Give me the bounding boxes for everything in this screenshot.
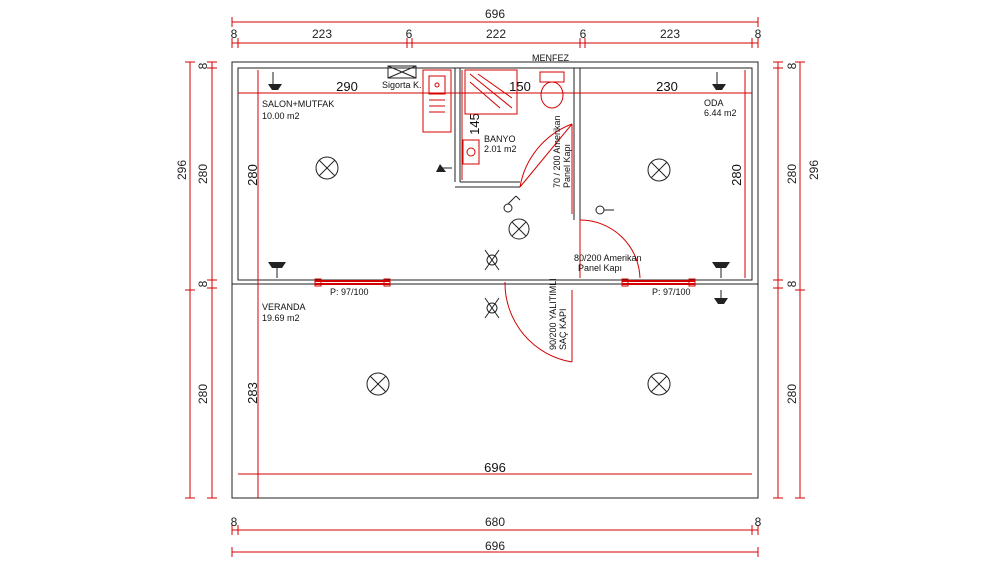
switch-icon [595, 205, 614, 215]
door-oda-label-2: Panel Kapı [578, 263, 622, 273]
window-right [621, 278, 696, 287]
wall-lamp-icon [714, 290, 728, 304]
room-oda-area: 6.44 m2 [704, 108, 737, 118]
fuse-box-icon [387, 65, 417, 79]
bottom-dimensions: 8 680 8 696 [231, 515, 762, 557]
ceiling-light-icon [366, 372, 390, 396]
bathroom-sink-icon [462, 139, 480, 165]
wall-lamp-icon [712, 262, 730, 278]
room-oda-name: ODA [704, 98, 724, 108]
window-left [314, 278, 391, 287]
dim-top-seg-7: 8 [755, 27, 762, 41]
socket-icon [484, 297, 500, 319]
kitchen-sink-icon [422, 69, 452, 133]
shower-icon [464, 69, 518, 115]
dim-top-seg-3: 6 [406, 27, 413, 41]
ceiling-light-icon [647, 158, 671, 182]
wall-lamp-icon [436, 164, 452, 172]
dim-bottom-seg-2: 680 [485, 515, 505, 529]
door-main [504, 281, 573, 363]
socket-icon [484, 249, 500, 271]
dim-bottom-total: 696 [485, 539, 505, 553]
right-dimensions: 8 280 8 280 296 [773, 61, 821, 499]
room-banyo-area: 2.01 m2 [484, 144, 517, 154]
dim-left-wall-mid: 8 [196, 280, 210, 287]
dim-top-seg-5: 6 [580, 27, 587, 41]
dim-right-wall-top: 8 [785, 62, 799, 69]
door-oda [579, 219, 641, 279]
toilet-icon [539, 71, 565, 109]
dim-banyo-width: 150 [509, 79, 531, 94]
dim-veranda-height: 283 [245, 382, 260, 404]
dim-banyo-height: 145 [467, 113, 482, 135]
ceiling-light-icon [647, 372, 671, 396]
dim-oda-height: 280 [729, 164, 744, 186]
room-veranda-name: VERANDA [262, 302, 306, 312]
room-veranda-area: 19.69 m2 [262, 313, 300, 323]
dim-bottom-seg-3: 8 [755, 515, 762, 529]
dim-left-upper: 280 [196, 164, 210, 184]
room-salon-area: 10.00 m2 [262, 111, 300, 121]
dim-right-total: 296 [807, 160, 821, 180]
dim-oda-width: 230 [656, 79, 678, 94]
dim-bottom-seg-1: 8 [231, 515, 238, 529]
room-banyo-name: BANYO [484, 134, 516, 144]
ceiling-light-icon [315, 156, 339, 180]
ceiling-light-icon [508, 218, 530, 240]
dim-left-lower: 280 [196, 384, 210, 404]
dim-top-seg-2: 223 [312, 27, 332, 41]
dim-left-total: 296 [175, 160, 189, 180]
dim-salon-width: 290 [336, 79, 358, 94]
door-oda-label-1: 80/200 Amerikan [574, 253, 642, 263]
dim-right-upper: 280 [785, 164, 799, 184]
door-banyo-label-1: 70 / 200 Amerikan [552, 115, 562, 188]
door-main-label-2: SAÇ KAPI [558, 308, 568, 350]
window-left-label: P: 97/100 [330, 287, 369, 297]
switch-icon [503, 195, 521, 213]
wall-lamp-icon [268, 262, 286, 278]
door-banyo [519, 123, 573, 214]
dim-salon-height: 280 [245, 164, 260, 186]
dim-top-seg-6: 223 [660, 27, 680, 41]
menfez-label: MENFEZ [532, 53, 570, 63]
room-salon-name: SALON+MUTFAK [262, 99, 334, 109]
dim-top-seg-4: 222 [486, 27, 506, 41]
sigorta-label: Sigorta K. [382, 80, 422, 90]
door-main-label-1: 90/200 YALITIMLI [548, 278, 558, 350]
door-banyo-label-2: Panel Kapı [562, 144, 572, 188]
dim-top-seg-1: 8 [231, 27, 238, 41]
wall-lamp-icon [712, 72, 726, 90]
dim-right-lower: 280 [785, 384, 799, 404]
top-dimensions: 696 8 223 6 222 6 223 8 [231, 7, 762, 48]
window-right-label: P: 97/100 [652, 287, 691, 297]
wall-lamp-icon [268, 72, 282, 90]
dim-top-total: 696 [485, 7, 505, 21]
inner-dimension-lines [238, 70, 752, 498]
dim-veranda-width: 696 [484, 460, 506, 475]
dim-right-wall-mid: 8 [785, 280, 799, 287]
dim-left-wall-top: 8 [196, 62, 210, 69]
left-dimensions: 296 8 280 8 280 [175, 61, 217, 499]
